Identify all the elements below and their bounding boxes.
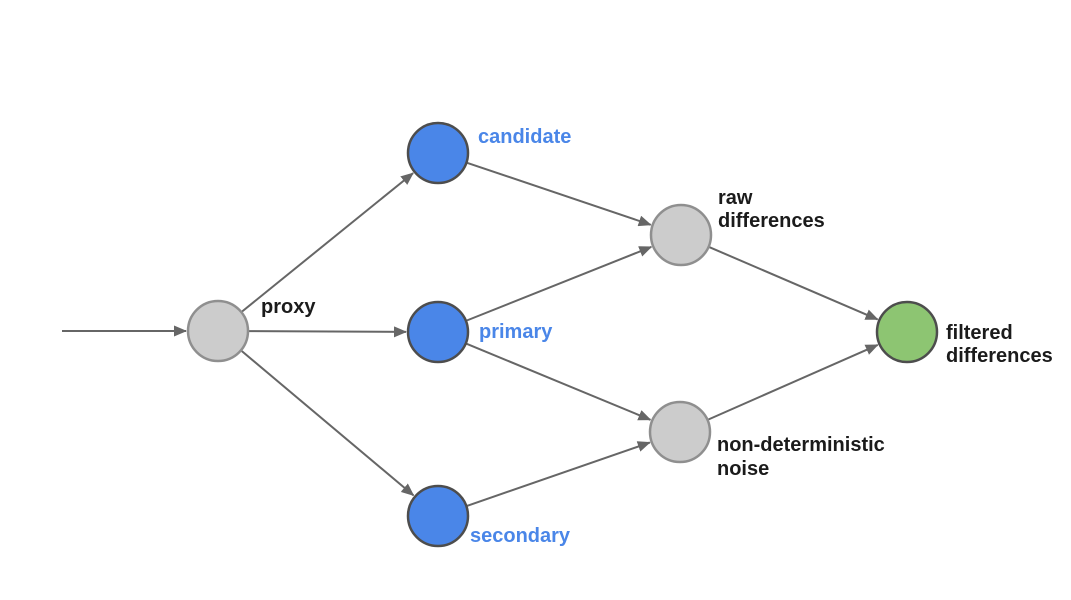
node-primary [406,300,470,364]
edge-proxy-to-candidate [241,172,414,313]
edge-primary-to-nondeterministic-noise [466,342,652,421]
node-filtered-differences [875,300,939,364]
edge-primary-to-raw-differences [466,245,653,322]
edge-proxy-to-secondary [241,350,415,497]
node-nondeterministic-noise [648,400,712,464]
node-label-candidate: candidate [478,126,571,148]
node-secondary [406,484,470,548]
node-label-primary: primary [479,321,553,343]
edge-proxy-to-primary [248,326,407,338]
node-proxy [186,299,250,363]
node-label-secondary: secondary [470,525,571,547]
edge-secondary-to-nondeterministic-noise [466,441,651,507]
edge-raw-differences-to-filtered-differences [709,246,879,321]
node-label-proxy: proxy [261,296,316,318]
node-candidate [406,121,470,185]
edge-nondeterministic-noise-to-filtered-differences [707,343,879,421]
node-raw-differences [649,203,713,267]
edge-candidate-to-raw-differences [467,161,652,227]
